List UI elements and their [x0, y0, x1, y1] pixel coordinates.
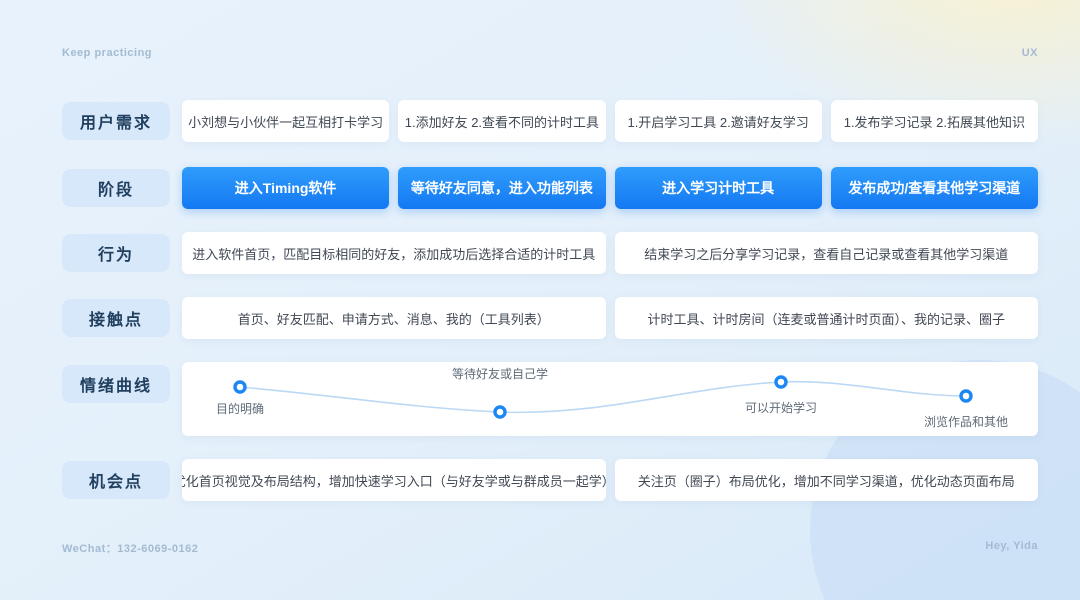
opportunity-card: 关注页（圈子）布局优化，增加不同学习渠道，优化动态页面布局: [614, 459, 1038, 501]
emotion-point-label: 可以开始学习: [744, 401, 818, 415]
footer-wechat-contact: WeChat：132-6069-0162: [62, 543, 199, 555]
stage-row: 进入Timing软件 等待好友同意，进入功能列表 进入学习计时工具 发布成功/查…: [182, 167, 1038, 209]
stage-button[interactable]: 进入Timing软件: [182, 167, 390, 209]
opportunity-row: 优化首页视觉及布局结构，增加快速学习入口（与好友学或与群成员一起学） 关注页（圈…: [182, 459, 1038, 501]
emotion-point-label: 浏览作品和其他: [923, 415, 1009, 429]
touchpoint-card: 首页、好友匹配、申请方式、消息、我的（工具列表）: [182, 297, 606, 339]
user-need-card: 小刘想与小伙伴一起互相打卡学习: [182, 100, 390, 142]
emotion-point-dot: [774, 375, 788, 389]
row-label-touchpoints: 接触点: [62, 299, 170, 337]
emotion-point-dot: [493, 405, 507, 419]
behavior-card: 进入软件首页，匹配目标相同的好友，添加成功后选择合适的计时工具: [182, 232, 606, 274]
touchpoints-row: 首页、好友匹配、申请方式、消息、我的（工具列表） 计时工具、计时房间（连麦或普通…: [182, 297, 1038, 339]
row-label-behavior: 行为: [62, 234, 170, 272]
stage-button[interactable]: 发布成功/查看其他学习渠道: [830, 167, 1038, 209]
stage-button[interactable]: 进入学习计时工具: [614, 167, 822, 209]
emotion-point-dot: [233, 380, 247, 394]
row-label-user-needs: 用户需求: [62, 102, 170, 140]
emotion-curve-line: [239, 380, 967, 414]
row-label-stage: 阶段: [62, 169, 170, 207]
user-needs-row: 小刘想与小伙伴一起互相打卡学习 1.添加好友 2.查看不同的计时工具 1.开启学…: [182, 100, 1038, 142]
stage-button[interactable]: 等待好友同意，进入功能列表: [398, 167, 606, 209]
emotion-curve-panel: 目的明确 等待好友或自己学 可以开始学习 浏览作品和其他: [182, 362, 1038, 436]
touchpoint-card: 计时工具、计时房间（连麦或普通计时页面）、我的记录、圈子: [614, 297, 1038, 339]
opportunity-card: 优化首页视觉及布局结构，增加快速学习入口（与好友学或与群成员一起学）: [182, 459, 606, 501]
emotion-point-label: 等待好友或自己学: [451, 367, 549, 381]
user-need-card: 1.发布学习记录 2.拓展其他知识: [830, 100, 1038, 142]
emotion-point-label: 目的明确: [215, 402, 265, 416]
user-need-card: 1.开启学习工具 2.邀请好友学习: [614, 100, 822, 142]
emotion-point-dot: [959, 389, 973, 403]
behavior-card: 结束学习之后分享学习记录，查看自己记录或查看其他学习渠道: [614, 232, 1038, 274]
emotion-curve-chart: [233, 375, 973, 419]
row-label-opportunity: 机会点: [62, 461, 170, 499]
behavior-row: 进入软件首页，匹配目标相同的好友，添加成功后选择合适的计时工具 结束学习之后分享…: [182, 232, 1038, 274]
footer-signature: Hey, Yida: [985, 540, 1038, 552]
header-right-text: UX: [1021, 47, 1038, 59]
row-label-emotion-curve: 情绪曲线: [62, 365, 170, 403]
header-left-text: Keep practicing: [62, 47, 153, 59]
user-need-card: 1.添加好友 2.查看不同的计时工具: [398, 100, 606, 142]
